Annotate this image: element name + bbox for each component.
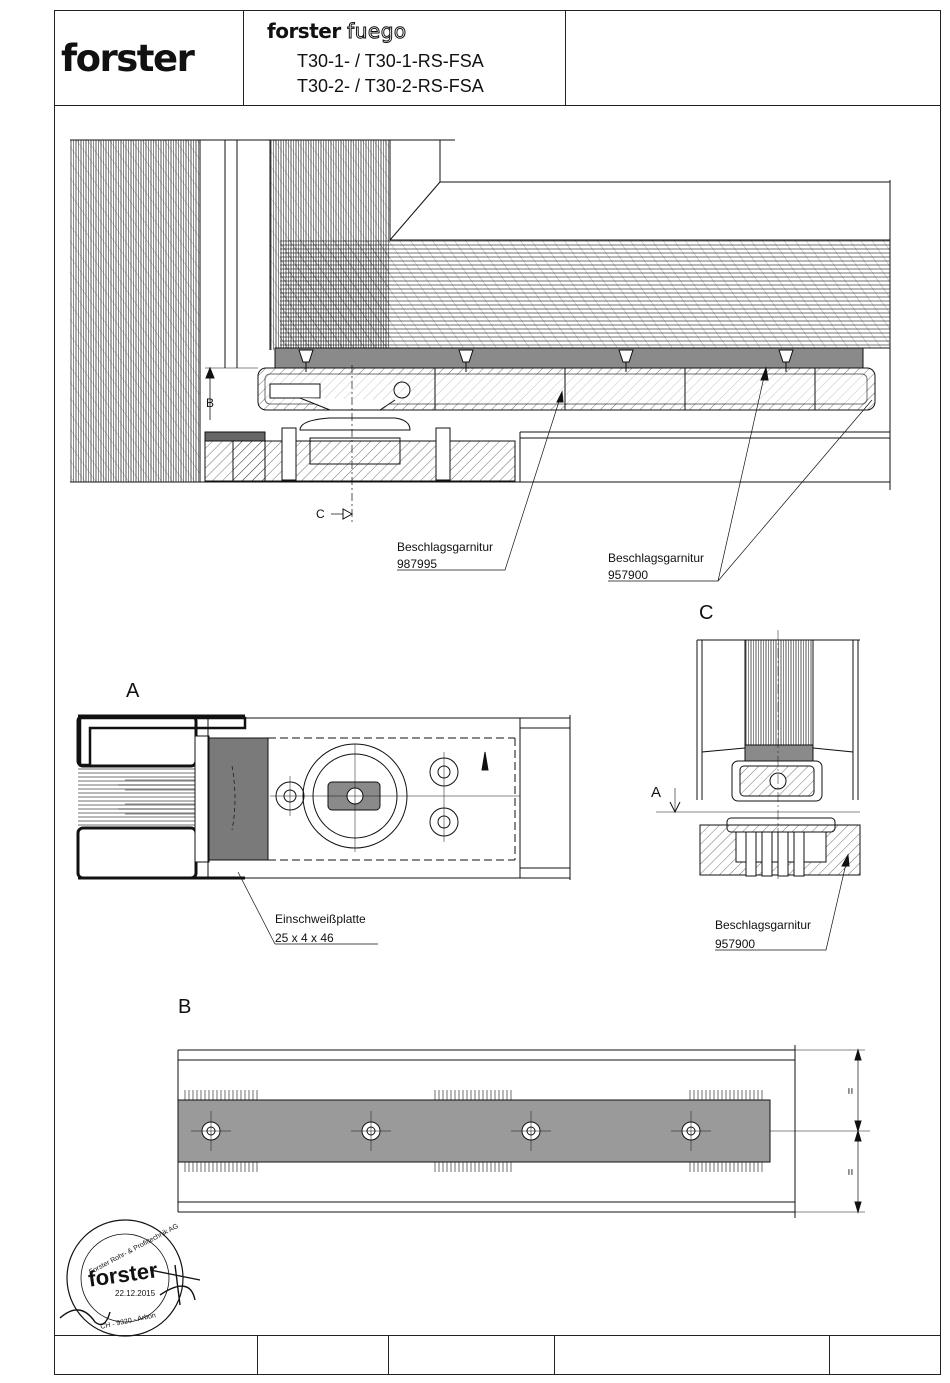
view-b-detail xyxy=(178,1045,870,1218)
callout-3-title: Einschweißplatte xyxy=(275,912,366,926)
callout-1-code: 987995 xyxy=(397,557,437,571)
callout-2-title: Beschlagsgarnitur xyxy=(608,551,704,565)
view-a-detail xyxy=(78,715,570,944)
marker-a-label: A xyxy=(651,784,661,801)
marker-c-label: C xyxy=(316,507,325,521)
callout-1-title: Beschlagsgarnitur xyxy=(397,540,493,554)
view-c-title: C xyxy=(699,602,713,625)
callout-3-code: 25 x 4 x 46 xyxy=(275,931,334,945)
callout-2-code: 957900 xyxy=(608,568,648,582)
marker-b-label: B xyxy=(206,396,214,410)
stamp-date: 22.12.2015 xyxy=(115,1289,155,1298)
view-a-title: A xyxy=(126,680,139,703)
dim-equal-bottom: = xyxy=(844,1168,858,1175)
callout-4-code: 957900 xyxy=(715,937,755,951)
dim-equal-top: = xyxy=(844,1087,858,1094)
callout-4-title: Beschlagsgarnitur xyxy=(715,918,811,932)
view-b-title: B xyxy=(178,996,191,1019)
view-c-detail xyxy=(656,630,860,950)
top-section-view xyxy=(70,140,890,581)
